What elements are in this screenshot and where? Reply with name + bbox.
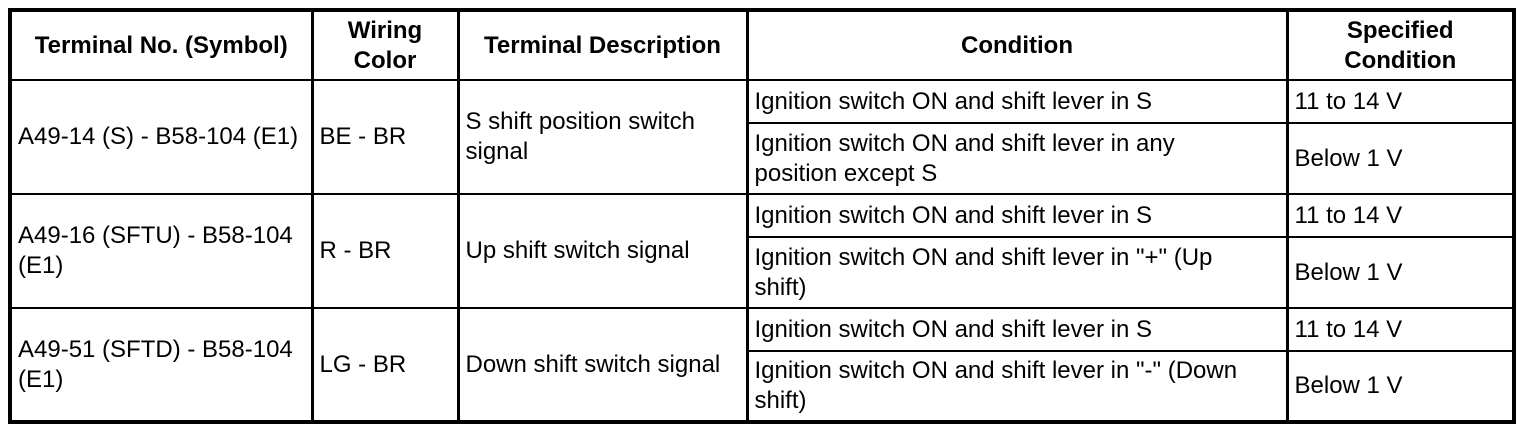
condition-cell: Ignition switch ON and shift lever in "-… (745, 350, 1289, 423)
wiring-color-cell: R - BR (310, 193, 460, 309)
wiring-color-cell: BE - BR (310, 79, 460, 195)
condition-cell: Ignition switch ON and shift lever in an… (745, 122, 1289, 195)
specified-condition-cell: 11 to 14 V (1285, 79, 1516, 124)
specified-condition-cell: 11 to 14 V (1285, 193, 1516, 238)
col-header-terminal-description: Terminal Description (456, 9, 749, 81)
table-row: Ignition switch ON and shift lever in "+… (10, 236, 1516, 309)
col-header-terminal-no: Terminal No. (Symbol) (8, 9, 314, 81)
condition-cell: Ignition switch ON and shift lever in S (745, 79, 1289, 124)
condition-cell: Ignition switch ON and shift lever in S (745, 193, 1289, 238)
terminal-no-cell: A49-14 (S) - B58-104 (E1) (8, 79, 314, 195)
terminal-no-cell: A49-51 (SFTD) - B58-104 (E1) (8, 307, 314, 423)
terminal-description-cell: S shift position switch signal (456, 79, 749, 195)
condition-cell: Ignition switch ON and shift lever in "+… (745, 236, 1289, 309)
specified-condition-cell: Below 1 V (1285, 236, 1516, 309)
terminal-spec-table: Terminal No. (Symbol) Wiring Color Termi… (8, 8, 1516, 424)
condition-cell: Ignition switch ON and shift lever in S (745, 307, 1289, 352)
col-header-specified-condition: Specified Condition (1285, 9, 1516, 81)
table-row: Ignition switch ON and shift lever in "-… (10, 350, 1516, 423)
specified-condition-cell: 11 to 14 V (1285, 307, 1516, 352)
terminal-description-cell: Down shift switch signal (456, 307, 749, 423)
col-header-wiring-color: Wiring Color (310, 9, 460, 81)
col-header-condition: Condition (745, 9, 1289, 81)
table-row: A49-14 (S) - B58-104 (E1) BE - BR S shif… (8, 79, 1516, 195)
table-row: Ignition switch ON and shift lever in an… (10, 122, 1516, 195)
specified-condition-cell: Below 1 V (1285, 350, 1516, 423)
table-row: A49-16 (SFTU) - B58-104 (E1) R - BR Up s… (8, 193, 1516, 309)
specified-condition-cell: Below 1 V (1285, 122, 1516, 195)
header-row: Terminal No. (Symbol) Wiring Color Termi… (8, 9, 1516, 81)
terminal-no-cell: A49-16 (SFTU) - B58-104 (E1) (8, 193, 314, 309)
terminal-description-cell: Up shift switch signal (456, 193, 749, 309)
table-row: A49-51 (SFTD) - B58-104 (E1) LG - BR Dow… (8, 307, 1516, 423)
wiring-color-cell: LG - BR (310, 307, 460, 423)
